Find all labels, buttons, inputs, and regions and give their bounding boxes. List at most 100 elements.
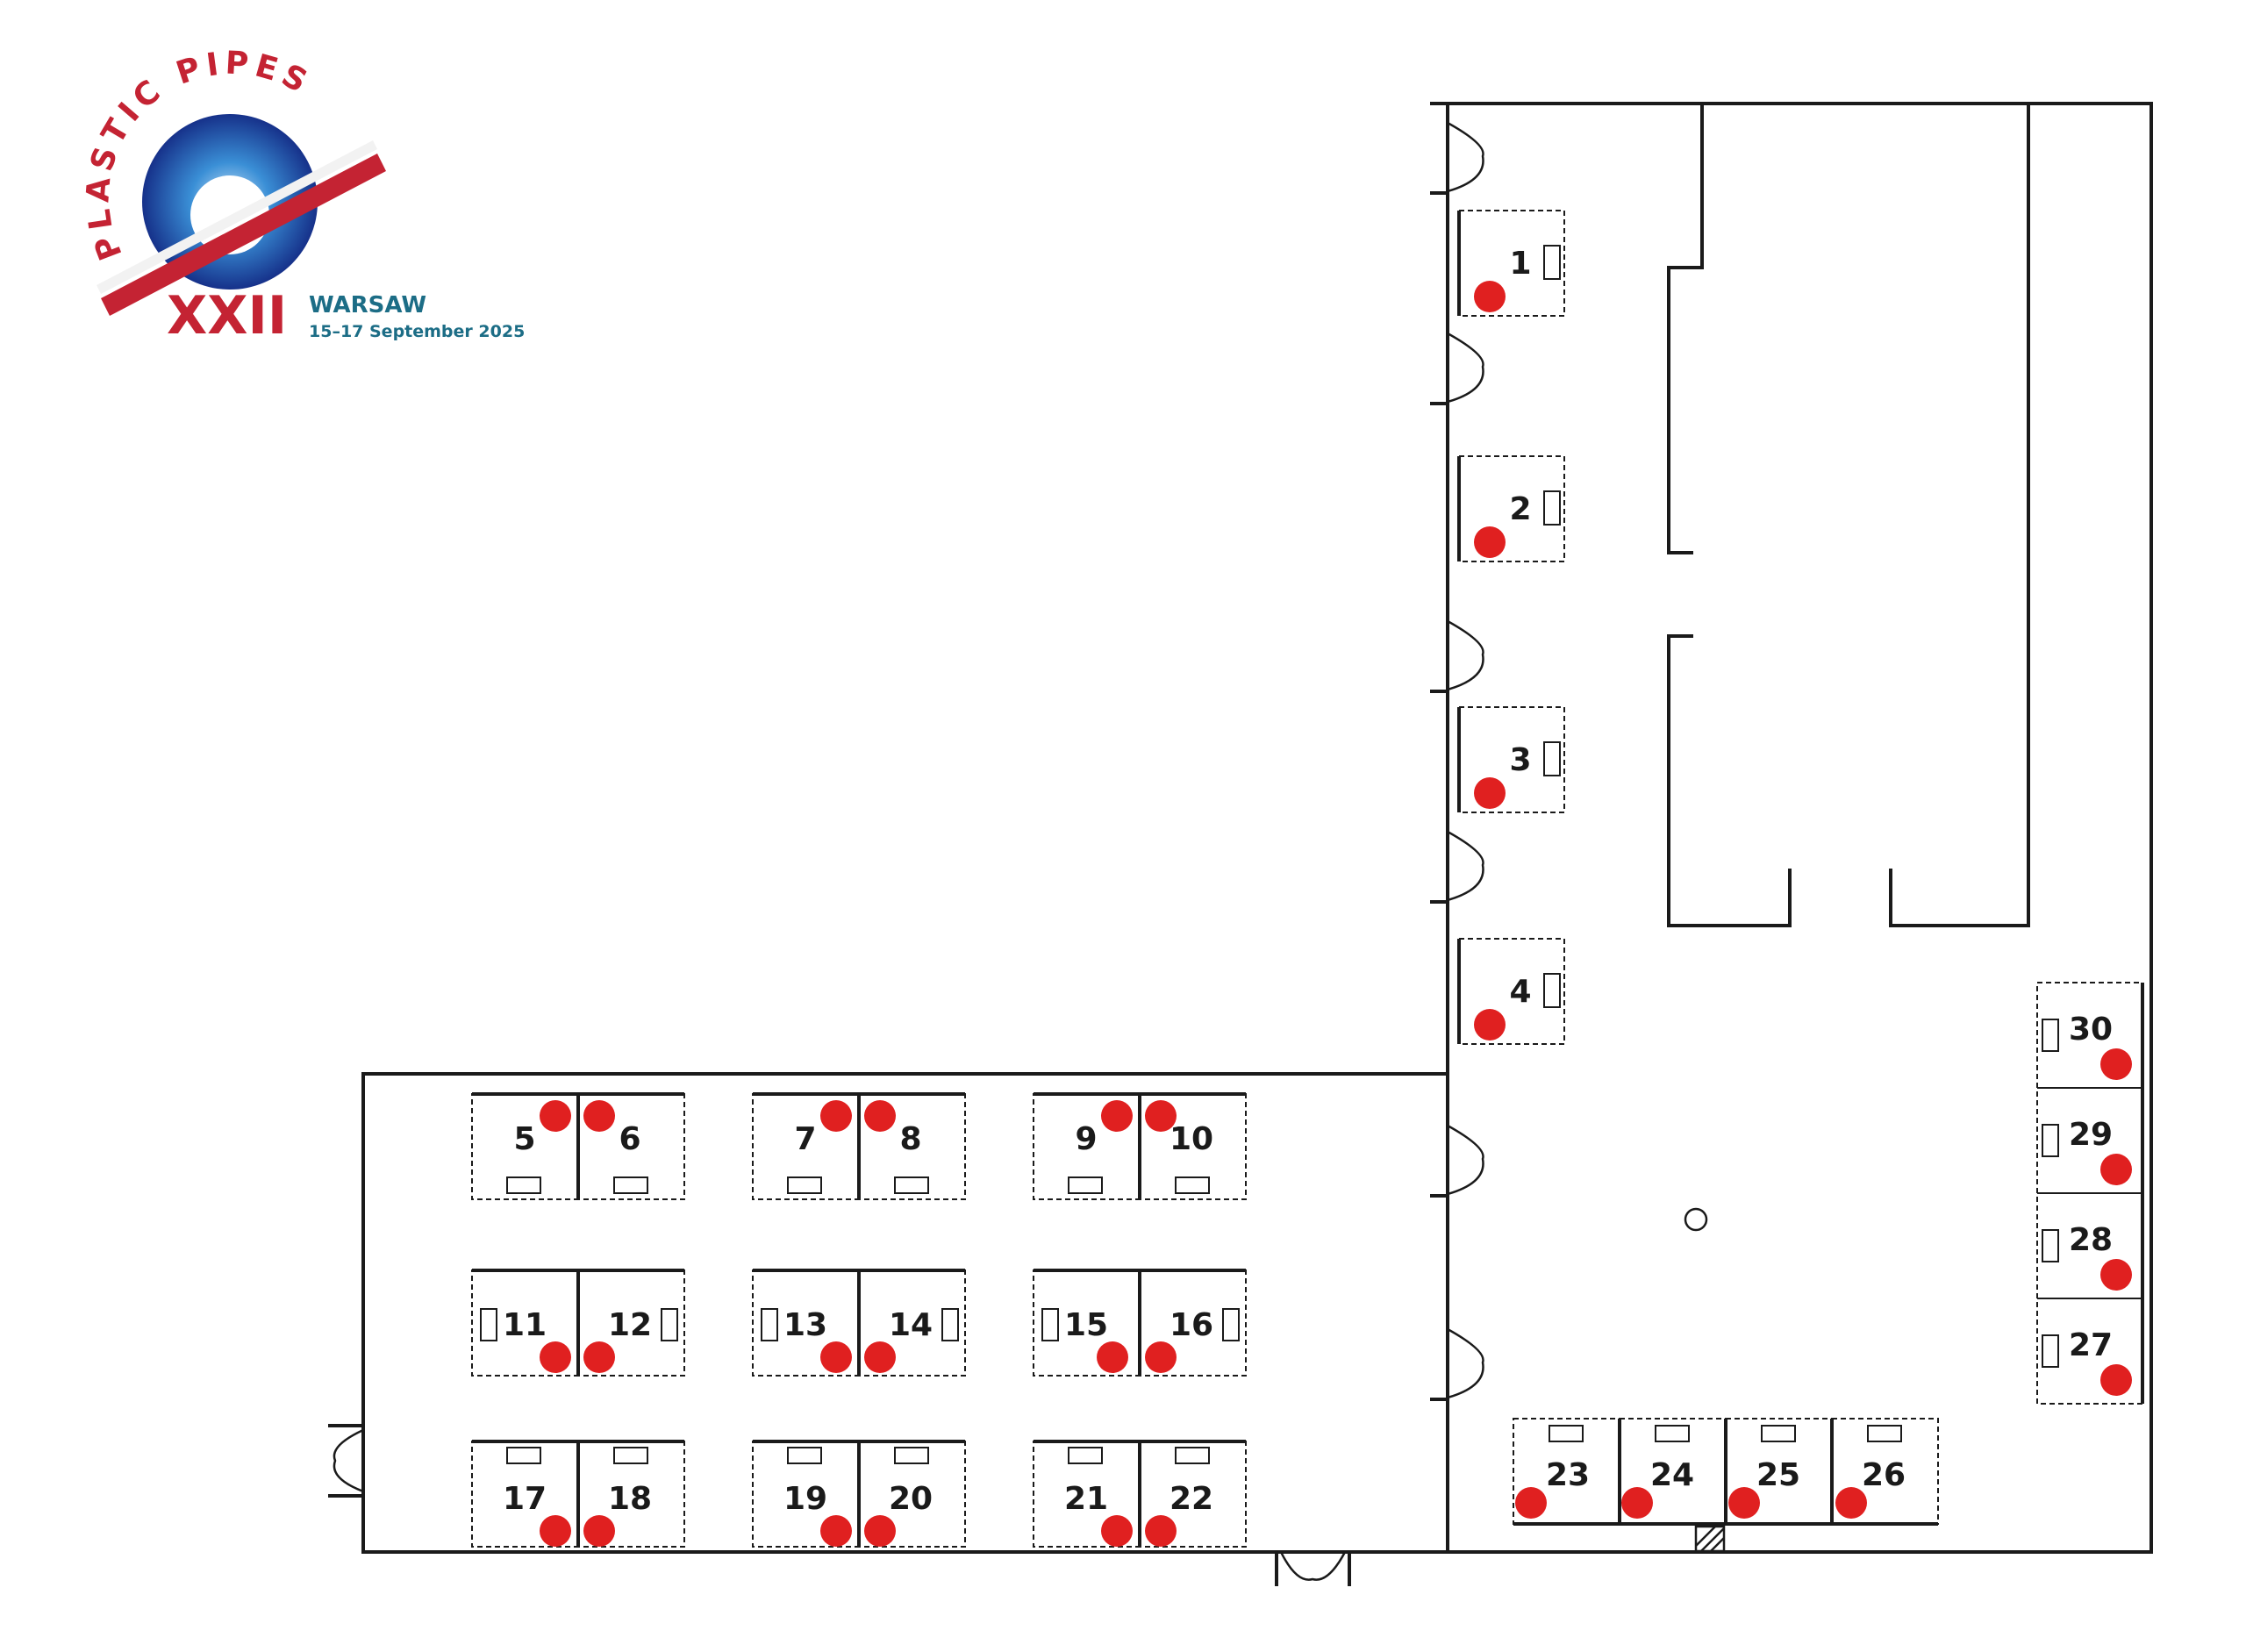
display-marker [2042,1019,2059,1052]
logo-dates: 15–17 September 2025 [309,322,525,341]
booth-marker-dot [1835,1487,1867,1519]
booth-16[interactable]: 16 [1139,1269,1247,1377]
booth-number: 19 [783,1481,827,1517]
display-marker [480,1308,497,1341]
booth-13[interactable]: 13 [752,1269,861,1377]
door-icon [1430,332,1484,405]
booth-2[interactable]: 2 [1457,455,1565,562]
display-marker [1543,245,1561,280]
booth-number: 6 [619,1121,640,1157]
booth-29[interactable]: 29 [2036,1087,2144,1194]
booth-number: 20 [889,1481,933,1517]
booth-marker-dot [1101,1100,1133,1132]
booth-30[interactable]: 30 [2036,982,2144,1089]
booth-number: 8 [899,1121,921,1157]
booth-marker-dot [1097,1341,1128,1373]
booth-7[interactable]: 7 [752,1092,861,1200]
booth-21[interactable]: 21 [1033,1440,1141,1548]
booth-marker-dot [2100,1259,2132,1291]
booth-6[interactable]: 6 [577,1092,685,1200]
booth-number: 5 [513,1121,535,1157]
booth-8[interactable]: 8 [858,1092,966,1200]
display-marker [1068,1447,1103,1464]
door-icon [1430,830,1484,904]
display-marker [894,1176,929,1194]
booth-9[interactable]: 9 [1033,1092,1141,1200]
booth-marker-dot [1474,526,1506,558]
display-marker [1175,1176,1210,1194]
booth-1[interactable]: 1 [1457,210,1565,317]
booth-marker-dot [540,1515,571,1547]
booth-number: 18 [608,1481,652,1517]
booth-number: 16 [1169,1307,1213,1343]
booth-24[interactable]: 24 [1619,1418,1727,1526]
display-marker [506,1447,541,1464]
booth-number: 11 [503,1307,547,1343]
event-logo: PLASTIC PIPES XXII WARSAW 15–17 Septembe… [80,46,525,347]
booth-25[interactable]: 25 [1725,1418,1834,1526]
booth-27[interactable]: 27 [2036,1298,2144,1405]
booth-number: 25 [1756,1457,1800,1493]
booth-3[interactable]: 3 [1457,706,1565,813]
booth-number: 24 [1650,1457,1694,1493]
booth-marker-dot [820,1341,852,1373]
booth-26[interactable]: 26 [1831,1418,1939,1526]
booth-10[interactable]: 10 [1139,1092,1247,1200]
booth-marker-dot [583,1515,615,1547]
booth-number: 22 [1169,1481,1213,1517]
booth-number: 4 [1509,974,1531,1010]
display-marker [613,1447,648,1464]
booth-marker-dot [2100,1364,2132,1396]
booth-17[interactable]: 17 [471,1440,580,1548]
booth-marker-dot [1145,1100,1177,1132]
booth-number: 1 [1509,246,1531,282]
pillar [1684,1207,1708,1232]
booth-4[interactable]: 4 [1457,938,1565,1045]
booth-marker-dot [1474,1009,1506,1041]
booth-11[interactable]: 11 [471,1269,580,1377]
door-icon [328,1424,364,1498]
booth-14[interactable]: 14 [858,1269,966,1377]
booth-marker-dot [1621,1487,1653,1519]
booth-number: 26 [1862,1457,1906,1493]
display-marker [1175,1447,1210,1464]
booth-5[interactable]: 5 [471,1092,580,1200]
display-marker [1867,1425,1902,1442]
booth-marker-dot [1728,1487,1760,1519]
booth-marker-dot [1474,281,1506,312]
booth-number: 12 [608,1307,652,1343]
booth-23[interactable]: 23 [1513,1418,1621,1526]
booth-number: 28 [2069,1222,2113,1258]
booth-15[interactable]: 15 [1033,1269,1141,1377]
display-marker [1041,1308,1059,1341]
booth-marker-dot [583,1341,615,1373]
hatched-column [1694,1525,1726,1553]
door-icon [1430,1124,1484,1198]
booth-12[interactable]: 12 [577,1269,685,1377]
booth-marker-dot [1145,1341,1177,1373]
booth-number: 3 [1509,742,1531,778]
display-marker [661,1308,678,1341]
booth-number: 29 [2069,1117,2113,1153]
display-marker [2042,1229,2059,1262]
booth-20[interactable]: 20 [858,1440,966,1548]
booth-marker-dot [1101,1515,1133,1547]
door-icon [1430,1327,1484,1401]
logo-stripe [101,154,386,316]
booth-number: 21 [1064,1481,1108,1517]
booth-19[interactable]: 19 [752,1440,861,1548]
booth-18[interactable]: 18 [577,1440,685,1548]
booth-22[interactable]: 22 [1139,1440,1247,1548]
display-marker [2042,1124,2059,1157]
doors [328,121,1484,1586]
booth-marker-dot [864,1100,896,1132]
booth-marker-dot [540,1341,571,1373]
booth-marker-dot [540,1100,571,1132]
display-marker [1543,741,1561,776]
booth-number: 30 [2069,1012,2113,1048]
display-marker [506,1176,541,1194]
booth-marker-dot [864,1515,896,1547]
booth-28[interactable]: 28 [2036,1192,2144,1299]
